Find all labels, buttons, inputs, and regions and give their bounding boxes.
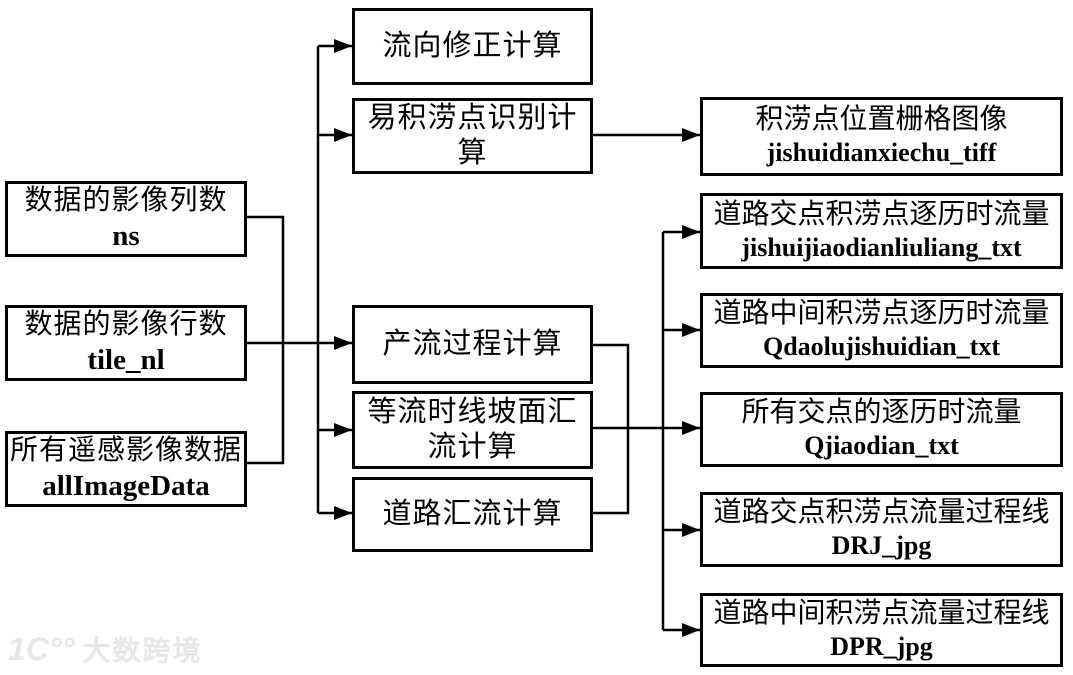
output-code: DRJ_jpg [831,531,932,561]
input-label: 数据的影像行数 [24,308,228,340]
process-box-isochrone-slope-confluence: 等流时线坡面汇流计算 [352,391,593,469]
output-label: 道路中间积涝点流量过程线 [713,597,1050,629]
output-code: jishuijiaodianliuliang_txt [741,232,1022,262]
input-box-ns: 数据的影像列数 ns [5,181,247,257]
output-label: 道路中间积涝点逐历时流量 [713,298,1050,330]
watermark-logo-icon: 1C°° [8,631,75,667]
output-box-qjiaodian: 所有交点的逐历时流量 Qjiaodian_txt [700,392,1063,467]
output-code: DPR_jpg [830,631,933,661]
process-label: 流向修正计算 [382,29,563,62]
input-code: tile_nl [87,343,165,376]
input-label: 所有遥感影像数据 [9,434,242,466]
output-code: jishuidianxiechu_tiff [766,138,997,168]
process-label: 易积涝点识别计算 [367,101,578,169]
watermark-logo: 1C°°大数跨境 [8,629,203,669]
watermark-text: 大数跨境 [82,635,203,666]
input-label: 数据的影像列数 [24,184,228,216]
process-box-runoff-generation: 产流过程计算 [352,305,593,384]
input-code: ns [112,219,140,252]
input-merge-rail [247,215,285,465]
output-code: Qdaolujishuidian_txt [763,332,1000,362]
process-box-road-confluence: 道路汇流计算 [352,477,593,552]
process-box-flow-direction-correction: 流向修正计算 [352,8,593,85]
output-code: Qjiaodian_txt [804,431,959,461]
input-box-all-image-data: 所有遥感影像数据 allImageData [5,431,247,507]
output-box-raster-image: 积涝点位置栅格图像 jishuidianxiechu_tiff [700,97,1063,176]
output-box-jishuijiaodianliuliang: 道路交点积涝点逐历时流量 jishuijiaodianliuliang_txt [700,193,1063,269]
process-label: 产流过程计算 [382,327,563,360]
output-label: 积涝点位置栅格图像 [755,104,1008,136]
output-box-dpr-jpg: 道路中间积涝点流量过程线 DPR_jpg [700,593,1063,667]
output-box-drj-jpg: 道路交点积涝点流量过程线 DRJ_jpg [700,492,1063,567]
process-label: 等流时线坡面汇流计算 [367,395,578,463]
process-box-waterlogging-point-identification: 易积涝点识别计算 [352,98,593,174]
process-label: 道路汇流计算 [382,497,563,530]
output-label: 所有交点的逐历时流量 [741,397,1022,429]
input-box-tile-nl: 数据的影像行数 tile_nl [5,305,247,381]
output-label: 道路交点积涝点流量过程线 [713,497,1050,529]
input-code: allImageData [42,469,210,502]
output-box-qdaolujishuidian: 道路中间积涝点逐历时流量 Qdaolujishuidian_txt [700,293,1063,368]
output-label: 道路交点积涝点逐历时流量 [713,198,1050,230]
